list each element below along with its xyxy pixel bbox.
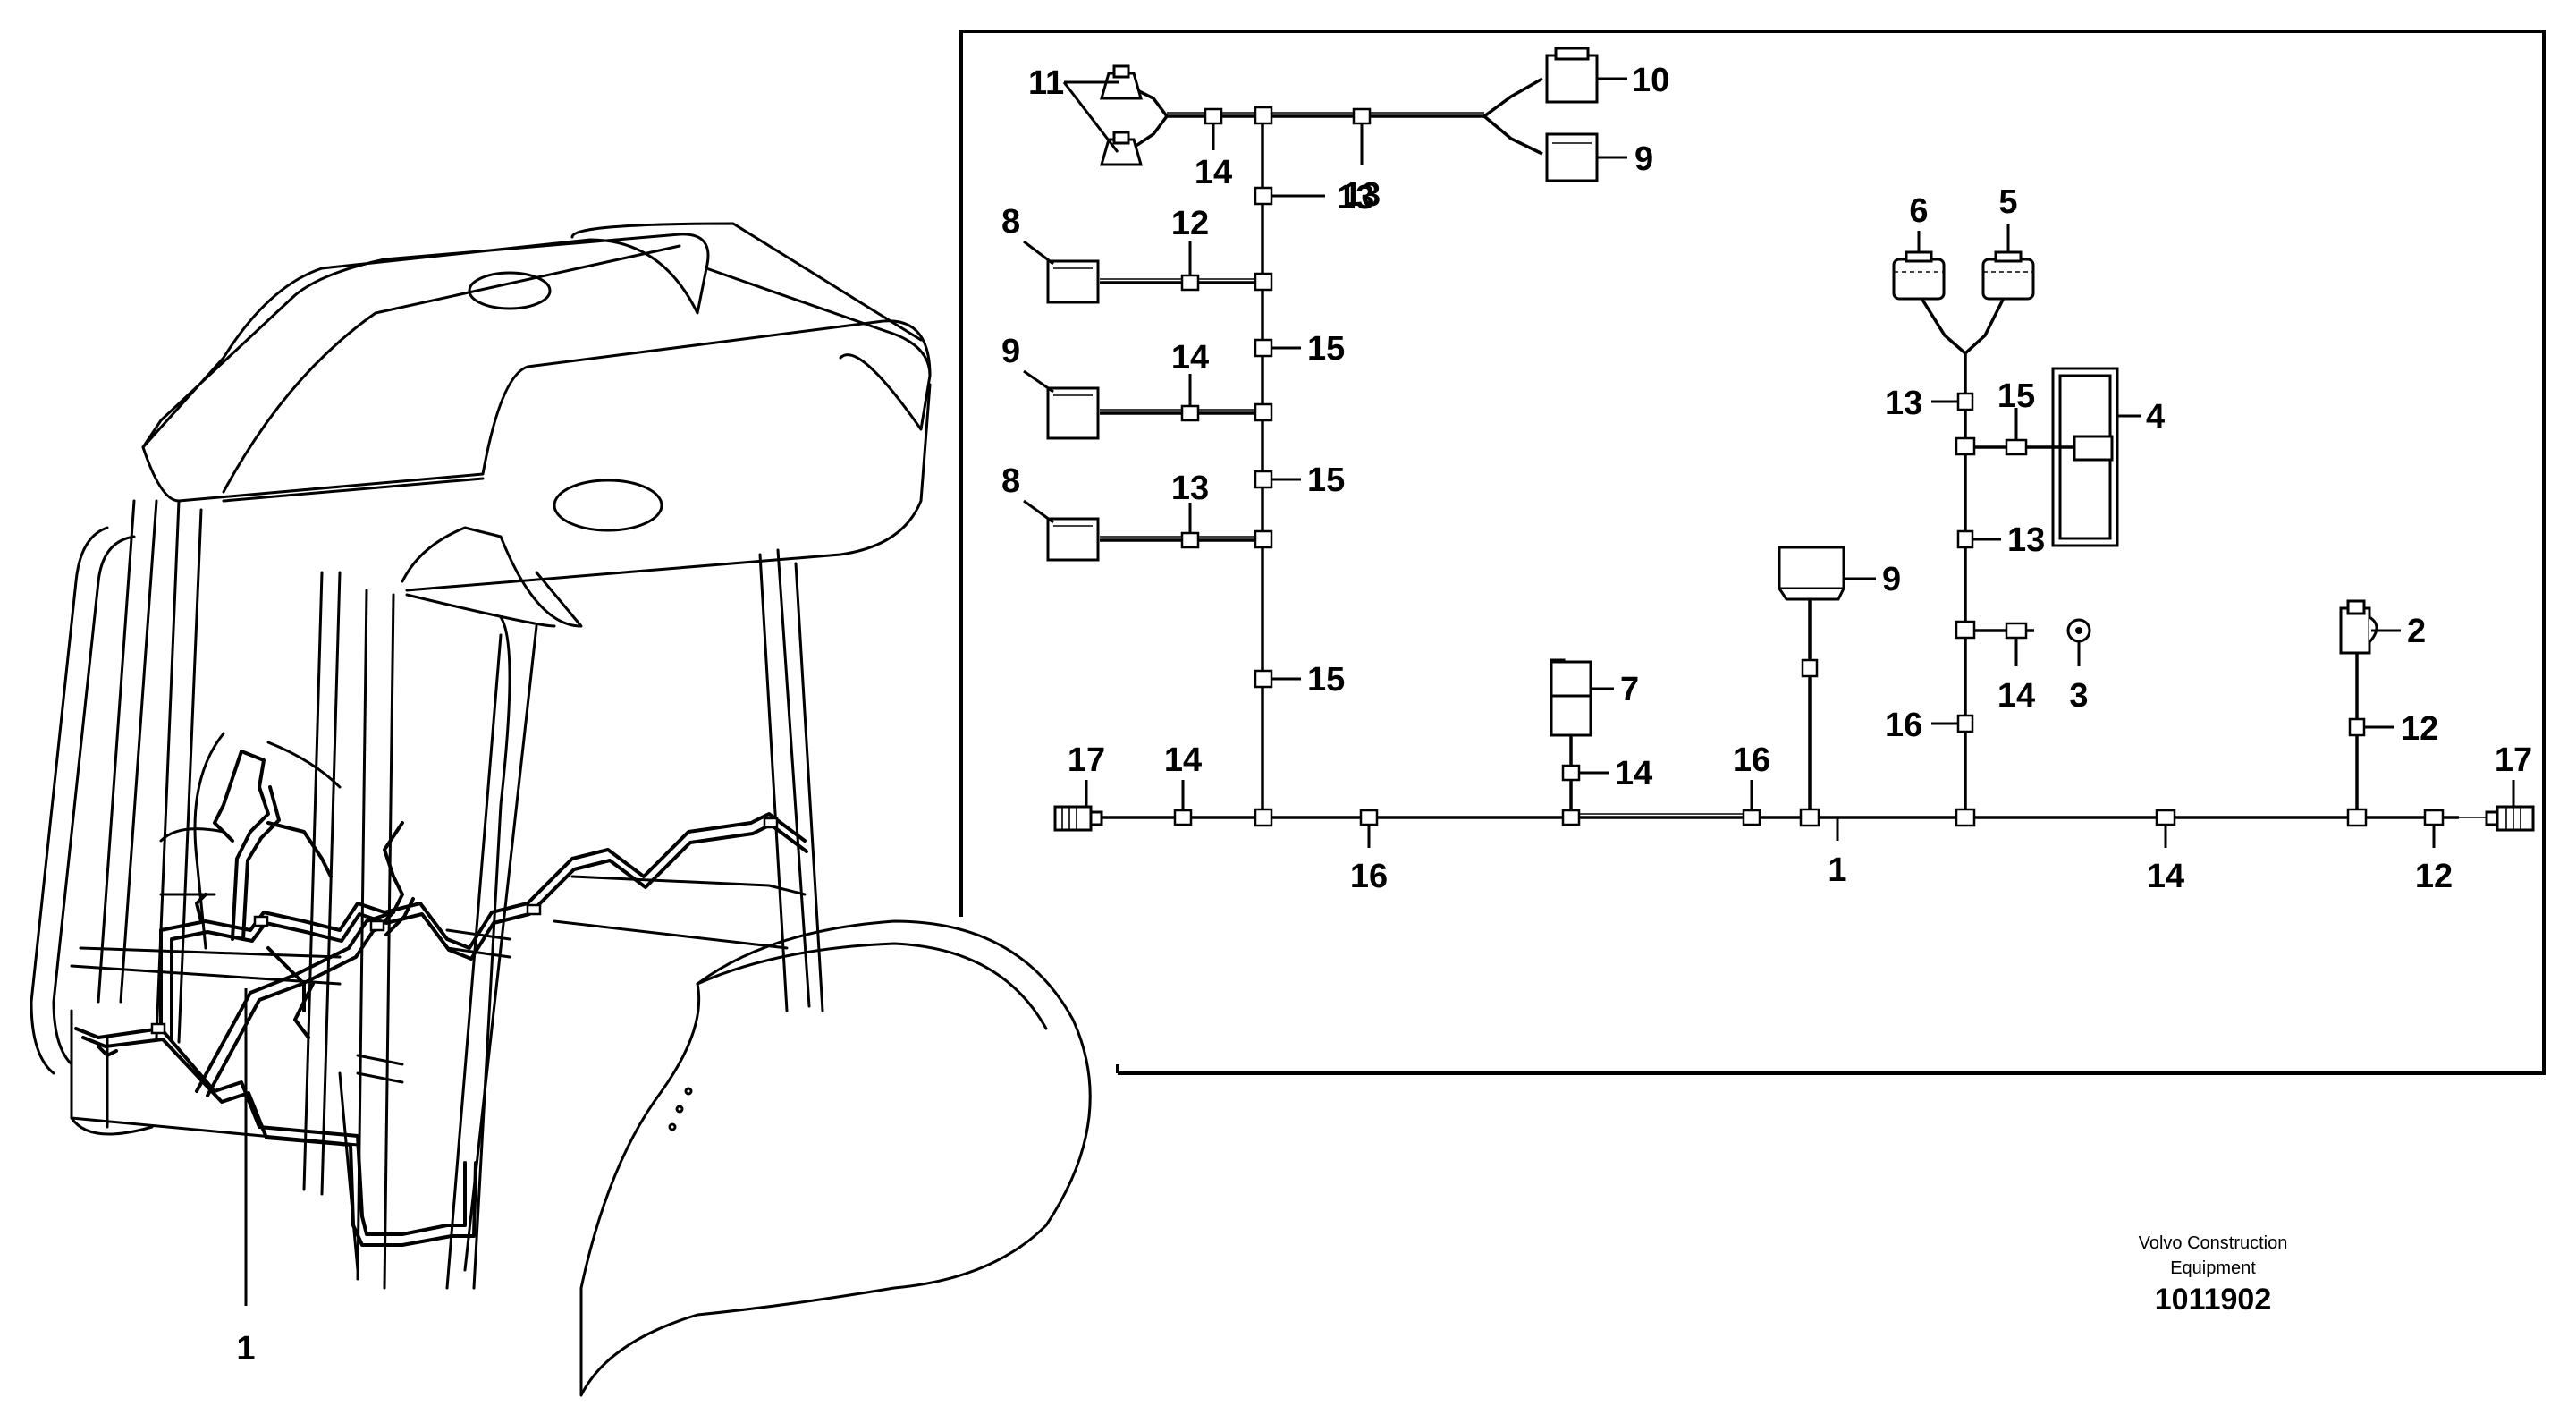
callout-13-left: 13 (1171, 470, 1209, 507)
callout-9-mid: 9 (1882, 561, 1901, 598)
roof-vent-rear (553, 479, 663, 532)
callout-15-a: 15 (1307, 330, 1345, 368)
callout-12-low: 12 (2415, 858, 2453, 895)
component-2 (2339, 599, 2378, 827)
callout-15-c: 15 (1307, 661, 1345, 699)
callout-13-top: 13 (1343, 176, 1381, 214)
component-9-mid (1742, 546, 1845, 827)
callout-1: 1 (1828, 851, 1846, 889)
manufacturer-line-1: Volvo Construction (2138, 1233, 2288, 1253)
callout-9-top: 9 (1634, 140, 1653, 178)
callout-2: 2 (2407, 613, 2426, 650)
callout-17-left: 17 (1068, 741, 1105, 779)
component-7 (1550, 658, 1592, 826)
cab-illustration (30, 222, 1092, 1397)
svg-text:1: 1 (236, 1330, 255, 1368)
callout-8-upper: 8 (1001, 203, 1020, 241)
module-4 (2048, 367, 2119, 547)
callout-13-vert: 13 (1337, 179, 1374, 216)
manufacturer-line-2: Equipment (2170, 1258, 2256, 1278)
callout-16-low: 16 (1350, 858, 1388, 895)
cab-fender (579, 919, 1092, 1397)
connector-8-upper (1046, 259, 1100, 304)
main-harness-bus (1100, 813, 2495, 819)
callout-8-lower: 8 (1001, 462, 1020, 500)
connector-6 (1892, 250, 1946, 301)
callout-13-right2: 13 (2007, 521, 2045, 559)
callout-14-bus: 14 (1164, 741, 1202, 779)
connector-17-left (1053, 805, 1103, 832)
right-trunk (1921, 299, 2048, 827)
callout-10: 10 (1632, 62, 1669, 99)
callout-14-top: 14 (1195, 154, 1232, 191)
callout-16-right: 16 (1885, 707, 1922, 744)
connector-9-top (1545, 132, 1599, 182)
callout-9-left: 9 (1001, 333, 1020, 370)
callout-15-right: 15 (1997, 377, 2035, 415)
callout-16-bus: 16 (1733, 741, 1770, 779)
cab-pillar-mid (302, 571, 395, 1290)
callout-14-left: 14 (1171, 339, 1209, 377)
callout-4: 4 (2146, 398, 2165, 436)
drawing-number: 1011902 (2154, 1283, 2272, 1317)
callout-14-mid: 14 (1615, 755, 1652, 792)
callout-5: 5 (1998, 183, 2017, 221)
manufacturer-label: Volvo Construction Equipment (2083, 1231, 2343, 1281)
schematic-callouts: 11 10 9 14 13 13 8 12 9 (1001, 62, 2532, 895)
callout-17-right: 17 (2495, 741, 2532, 779)
callout-13-right: 13 (1885, 385, 1922, 422)
connector-5 (1981, 250, 2035, 301)
connector-9-left (1046, 386, 1100, 440)
cab-wiring-harness (74, 750, 808, 1247)
schematic-panel: 11 10 9 14 13 13 8 12 9 (959, 30, 2546, 1075)
left-trunk (1100, 77, 1543, 817)
callout-14-low: 14 (2147, 858, 2184, 895)
connector-17-right (2485, 805, 2535, 832)
cab-pillar-right (445, 548, 824, 1290)
harness-clips-left (1173, 106, 1379, 827)
harness-clips-right (2155, 809, 2445, 826)
callout-cab-1: 1 (236, 988, 256, 1368)
connector-10 (1545, 47, 1599, 104)
component-3 (2066, 618, 2091, 643)
callout-12-a: 12 (1171, 205, 1209, 242)
callout-7: 7 (1620, 671, 1639, 708)
callout-6: 6 (1909, 192, 1928, 230)
cab-pillar-left (97, 499, 158, 1004)
connector-8-lower (1046, 517, 1100, 562)
connector-11 (1100, 64, 1143, 166)
callout-11: 11 (1028, 64, 1064, 102)
callout-3: 3 (2069, 677, 2088, 715)
cab-roof (141, 233, 710, 449)
roof-vent-front (468, 271, 552, 310)
callout-15-b: 15 (1307, 462, 1345, 499)
callout-14-right: 14 (1997, 677, 2035, 715)
callout-12-right: 12 (2401, 710, 2438, 748)
